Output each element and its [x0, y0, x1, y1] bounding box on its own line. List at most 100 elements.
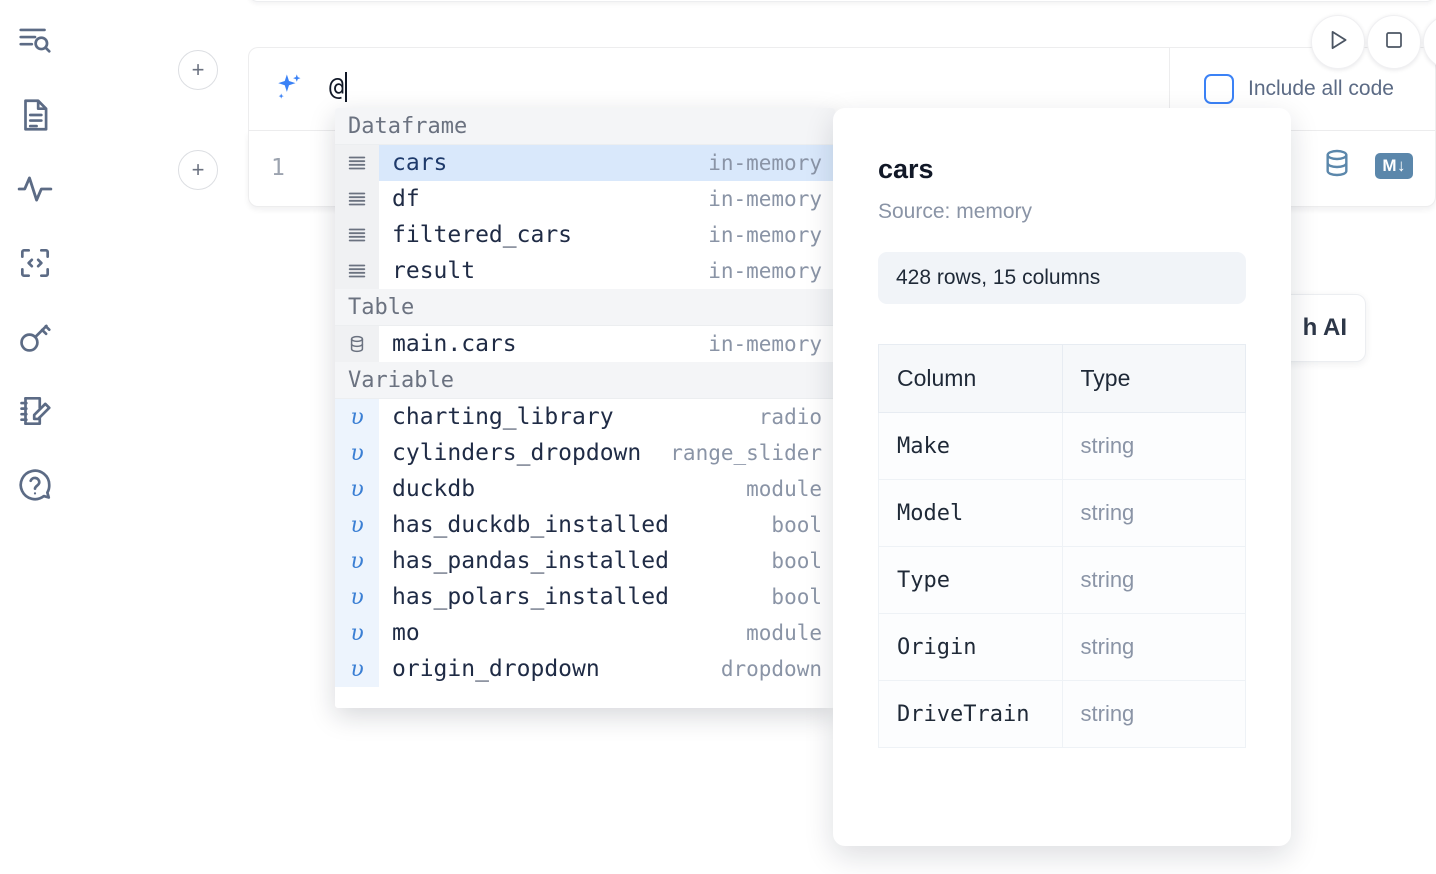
autocomplete-item-meta: in-memory: [708, 332, 822, 356]
markdown-badge[interactable]: M↓: [1375, 152, 1413, 179]
variable-icon: υ: [335, 615, 379, 651]
autocomplete-item-body: origin_dropdown dropdown: [379, 651, 835, 687]
autocomplete-item-name: has_duckdb_installed: [392, 512, 669, 538]
autocomplete-item-name: cylinders_dropdown: [392, 440, 642, 466]
autocomplete-item-body: filtered_cars in-memory: [379, 217, 835, 253]
activity-icon[interactable]: [12, 166, 58, 212]
autocomplete-item-body: has_polars_installed bool: [379, 579, 835, 615]
previous-cell-edge: [248, 0, 1436, 2]
add-cell-below-button[interactable]: +: [178, 150, 218, 190]
autocomplete-item-name: charting_library: [392, 404, 614, 430]
schema-column-type: string: [1061, 546, 1246, 614]
autocomplete-item-name: cars: [392, 150, 448, 176]
detail-shape: 428 rows, 15 columns: [878, 252, 1246, 304]
run-button[interactable]: [1311, 15, 1365, 69]
explore-icon[interactable]: [12, 18, 58, 64]
schema-column-type: string: [1061, 479, 1246, 547]
autocomplete-item-meta: module: [746, 477, 822, 501]
autocomplete-item-name: filtered_cars: [392, 222, 573, 248]
autocomplete-item-meta: bool: [771, 585, 822, 609]
variable-icon: υ: [335, 579, 379, 615]
autocomplete-item-name: main.cars: [392, 331, 517, 357]
ai-suggestion-label: h AI: [1302, 314, 1347, 341]
line-number: 1: [271, 155, 285, 181]
schema-column-name: DriveTrain: [878, 680, 1063, 748]
database-icon[interactable]: [1321, 147, 1353, 184]
variable-icon: υ: [335, 435, 379, 471]
list-icon: [335, 253, 379, 289]
autocomplete-item-meta: in-memory: [708, 151, 822, 175]
play-icon: [1325, 27, 1351, 58]
autocomplete-item-meta: range_slider: [670, 441, 822, 465]
schema-column-type: string: [1061, 680, 1246, 748]
schema-column-name: Type: [878, 546, 1063, 614]
cell-icon-group: M↓: [1321, 147, 1413, 184]
add-cell-above-button[interactable]: +: [178, 50, 218, 90]
autocomplete-item[interactable]: filtered_cars in-memory: [335, 217, 835, 253]
document-icon[interactable]: [12, 92, 58, 138]
add-icon: +: [191, 57, 205, 82]
autocomplete-item-name: result: [392, 258, 476, 284]
list-icon: [335, 217, 379, 253]
autocomplete-item-meta: bool: [771, 549, 822, 573]
help-icon[interactable]: [12, 462, 58, 508]
autocomplete-section-header: Variable: [335, 362, 835, 399]
autocomplete-item-body: charting_library radio: [379, 399, 835, 435]
schema-column-name: Origin: [878, 613, 1063, 681]
autocomplete-item[interactable]: υ has_polars_installed bool: [335, 579, 835, 615]
list-icon: [335, 145, 379, 181]
sidebar-rail: [0, 0, 70, 874]
code-icon[interactable]: [12, 240, 58, 286]
stop-icon: [1382, 28, 1406, 57]
autocomplete-item[interactable]: main.cars in-memory: [335, 326, 835, 362]
autocomplete-item-body: duckdb module: [379, 471, 835, 507]
autocomplete-item[interactable]: cars in-memory: [335, 145, 835, 181]
stop-button[interactable]: [1367, 15, 1421, 69]
scratchpad-icon[interactable]: [12, 388, 58, 434]
text-caret: [345, 72, 348, 102]
ai-prompt-input[interactable]: @: [329, 72, 348, 102]
prompt-value: @: [329, 72, 345, 101]
list-icon: [335, 181, 379, 217]
autocomplete-item-meta: dropdown: [720, 657, 822, 681]
autocomplete-item-name: has_pandas_installed: [392, 548, 669, 574]
detail-title: cars: [878, 154, 934, 184]
autocomplete-item-body: main.cars in-memory: [379, 326, 835, 362]
key-icon[interactable]: [12, 314, 58, 360]
schema-header-row: Column Type: [878, 344, 1246, 413]
add-icon: +: [191, 157, 205, 182]
detail-source: Source: memory: [878, 200, 1033, 223]
variable-icon: υ: [335, 507, 379, 543]
autocomplete-item-meta: in-memory: [708, 223, 822, 247]
autocomplete-item-meta: in-memory: [708, 187, 822, 211]
schema-column-type: string: [1061, 412, 1246, 480]
autocomplete-item-meta: radio: [758, 405, 822, 429]
include-all-code-checkbox[interactable]: [1204, 74, 1234, 104]
autocomplete-item-name: origin_dropdown: [392, 656, 600, 682]
include-all-code-label: Include all code: [1248, 77, 1394, 100]
autocomplete-section-header: Dataframe: [335, 108, 835, 145]
sparkle-icon: [271, 70, 305, 104]
autocomplete-item[interactable]: υ cylinders_dropdown range_slider: [335, 435, 835, 471]
autocomplete-item-name: has_polars_installed: [392, 584, 669, 610]
autocomplete-item-name: duckdb: [392, 476, 476, 502]
